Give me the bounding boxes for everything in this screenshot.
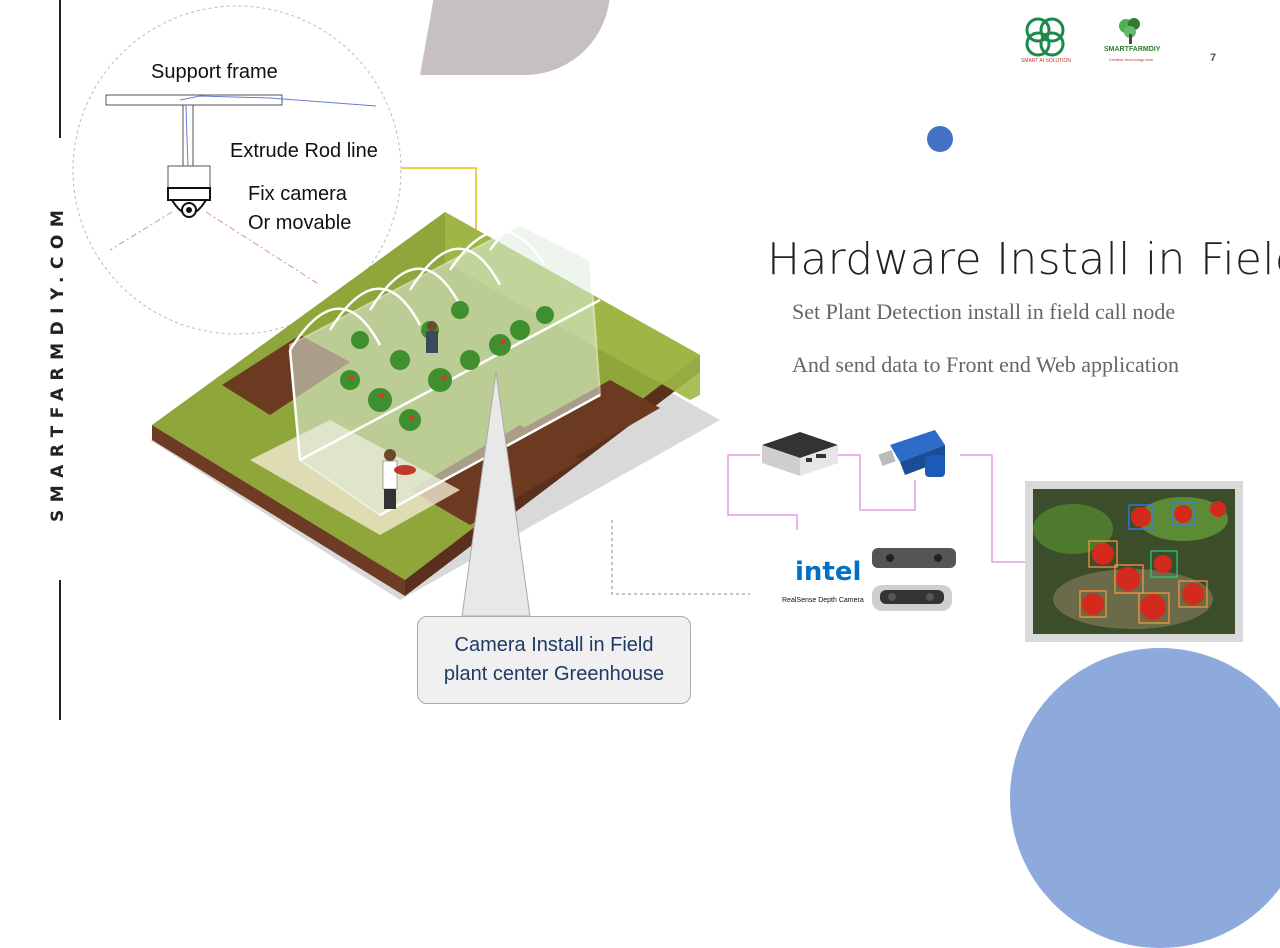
usb-stick-icon (878, 430, 945, 477)
callout-line-1: Camera Install in Field (454, 634, 654, 656)
left-rule-top (59, 0, 61, 138)
greenhouse-illustration (72, 5, 1025, 617)
intel-logo: intel (795, 557, 862, 587)
strawberry-detection-screen (1033, 489, 1235, 634)
monitor-icon (1025, 481, 1243, 642)
cctv-camera-icon (167, 165, 211, 218)
mini-pc-icon (762, 432, 838, 476)
subtitle-line-1: Set Plant Detection install in field cal… (792, 299, 1176, 324)
smart-ai-caption: SMART AI SOLUTION (1020, 58, 1072, 64)
blue-dot-decor (927, 126, 953, 152)
slide-title: Hardware Install in Field (767, 234, 1280, 285)
callout-line-2: plant center Greenhouse (443, 663, 665, 685)
left-rule-bottom (59, 580, 61, 720)
camera-install-callout: Camera Install in Field plant center Gre… (417, 616, 691, 704)
label-extrude-rod: Extrude Rod line (230, 140, 378, 162)
label-support-frame: Support frame (151, 61, 278, 83)
smartfarmdiy-logo: SMARTFARMDIY Creative technology farm (1104, 16, 1161, 68)
label-or-movable: Or movable (248, 212, 352, 234)
smartfarmdiy-caption: Creative technology farm (1108, 57, 1154, 62)
page-number: 7 (1210, 52, 1217, 64)
smartfarmdiy-name: SMARTFARMDIY (1104, 46, 1161, 53)
depth-camera-icon (872, 548, 956, 611)
smart-ai-logo: SMART AI SOLUTION (1018, 14, 1074, 68)
intel-caption: RealSense Depth Camera (782, 597, 864, 604)
subtitle-line-2: And send data to Front end Web applicati… (792, 352, 1180, 377)
label-fix-camera: Fix camera (248, 183, 347, 205)
